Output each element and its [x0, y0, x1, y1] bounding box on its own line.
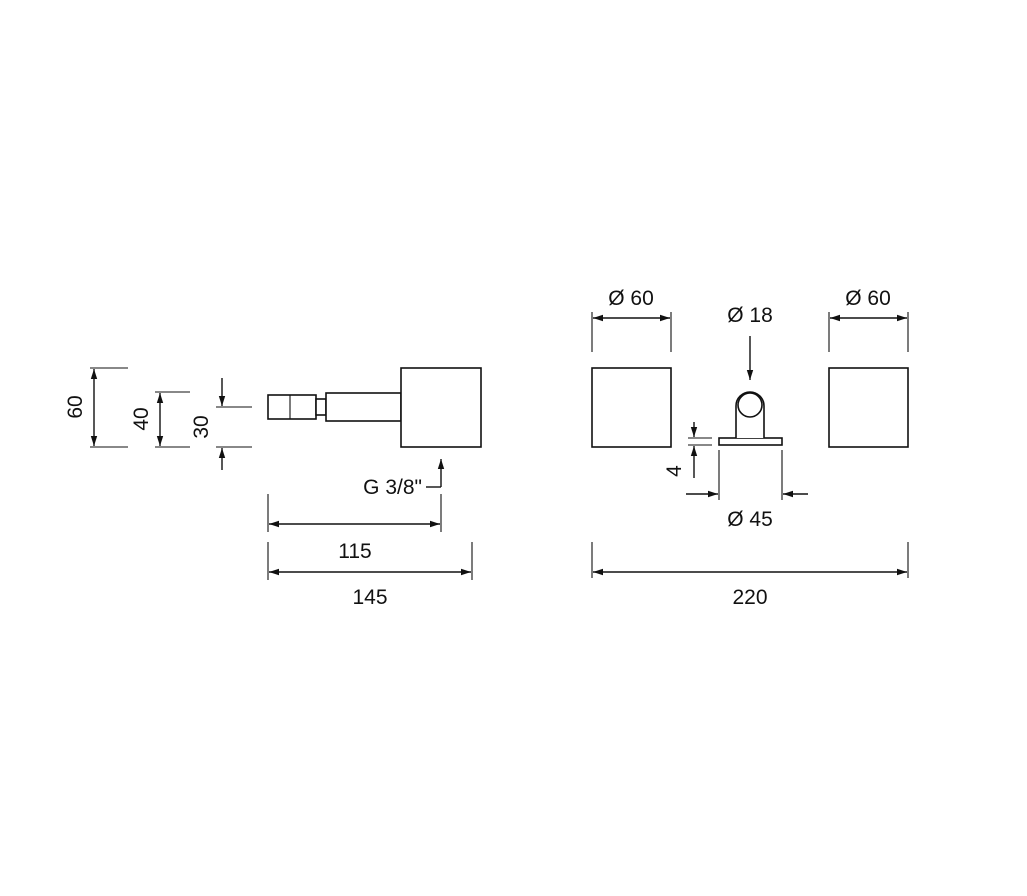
left-knob — [591, 367, 672, 448]
thread-callout: G 3/8" — [363, 459, 445, 499]
spout-tip — [267, 394, 317, 420]
dim-total-width: 220 — [591, 542, 909, 609]
dim-flange-label: Ø 45 — [727, 508, 773, 531]
dim-spout-label: Ø 18 — [727, 304, 773, 327]
dim-height-30: 30 — [190, 378, 252, 470]
spout-collar — [315, 398, 327, 416]
dim-flange: Ø 45 — [686, 450, 808, 531]
dim-height-60: 60 — [64, 367, 128, 448]
dim-left-knob-label: Ø 60 — [608, 287, 654, 310]
right-knob — [828, 367, 909, 448]
spout-pipe — [325, 392, 402, 422]
dim-total-width-label: 220 — [732, 586, 767, 609]
side-view: 60 40 30 G 3/8" 115 — [64, 367, 482, 609]
dim-length-145: 145 — [267, 542, 473, 609]
dim-height-60-label: 60 — [64, 395, 87, 418]
dim-right-knob-label: Ø 60 — [845, 287, 891, 310]
thread-label: G 3/8" — [363, 476, 422, 499]
dim-left-knob: Ø 60 — [591, 287, 672, 352]
front-view: Ø 60 Ø 60 Ø 18 4 Ø 45 — [591, 287, 909, 609]
dim-length-145-label: 145 — [352, 586, 387, 609]
spout-front — [718, 391, 783, 446]
dim-flange-thickness: 4 — [663, 422, 712, 478]
dim-length-115: 115 — [267, 494, 442, 563]
dim-flange-thickness-label: 4 — [663, 465, 686, 477]
dim-right-knob: Ø 60 — [828, 287, 909, 352]
handle-block — [400, 367, 482, 448]
dim-height-30-label: 30 — [190, 415, 213, 438]
dim-height-40: 40 — [130, 391, 190, 448]
dim-length-115-label: 115 — [338, 540, 371, 563]
dim-height-40-label: 40 — [130, 407, 153, 430]
dim-spout: Ø 18 — [727, 304, 773, 380]
